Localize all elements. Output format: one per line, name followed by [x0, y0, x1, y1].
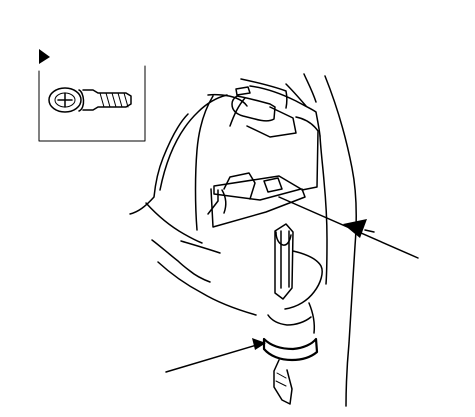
- body-right-lower-edge: [308, 302, 316, 334]
- outer-panel-lower-left: [129, 113, 189, 215]
- inner-window-frame: [213, 175, 302, 201]
- inner-support: [221, 189, 227, 214]
- panel-right-edge: [319, 135, 328, 285]
- bottom-sweep: [157, 261, 257, 316]
- lower-panel-curve: [145, 202, 203, 244]
- phillips-drive: [57, 92, 73, 108]
- bracket-hook: [275, 231, 292, 246]
- screw-illustration: [48, 87, 132, 113]
- upper-inner-line: [285, 83, 307, 107]
- callout-leader-lower: [165, 343, 261, 373]
- inner-panel-left: [194, 95, 214, 231]
- callout-triangle-main: [343, 219, 367, 238]
- latch-lower-frame: [246, 106, 297, 138]
- inner-lower-curve: [151, 239, 211, 283]
- callout-arrowhead-lower: [252, 338, 266, 350]
- grommet-top: [267, 314, 312, 326]
- inset-border: [38, 65, 146, 142]
- connector-ribs: [275, 372, 287, 387]
- small-tab-top: [235, 86, 251, 96]
- screw-threads: [99, 92, 129, 108]
- callouts: [165, 196, 419, 373]
- outer-panel-top: [207, 93, 248, 107]
- panel-assembly: [129, 73, 357, 407]
- latch-left-edge: [229, 97, 246, 127]
- top-opening-edge: [240, 78, 288, 109]
- center-inner-tab: [223, 172, 256, 200]
- screw-shank: [82, 89, 132, 111]
- bulb-outline: [284, 250, 323, 310]
- connector-tail: [273, 359, 293, 405]
- inset-triangle-marker: [39, 49, 50, 64]
- left-inner-clip: [207, 189, 219, 215]
- callout-triangle-tail: [364, 229, 375, 233]
- upper-right-line: [303, 73, 317, 103]
- tiny-clip-top: [263, 177, 283, 193]
- washer: [78, 89, 85, 112]
- lower-inner-frame: [210, 188, 306, 228]
- grommet-ring: [262, 337, 319, 362]
- outer-panel-left-edge: [159, 94, 228, 191]
- latch-window: [231, 95, 276, 122]
- inset-box: [38, 49, 146, 142]
- outer-right-body: [324, 75, 357, 407]
- panel-upper-edge: [249, 85, 321, 137]
- lower-flange-line: [180, 240, 221, 254]
- right-bracket-frame: [295, 116, 319, 191]
